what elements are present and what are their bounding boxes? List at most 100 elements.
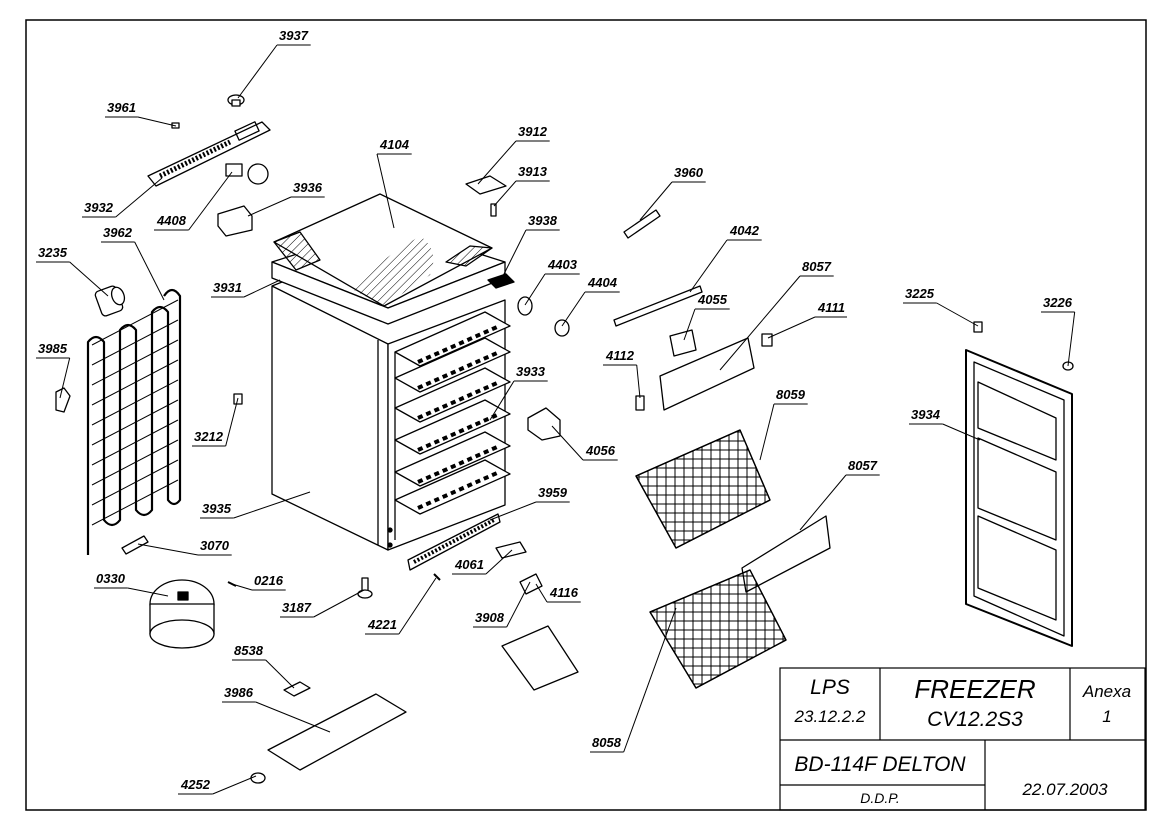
label-3913: 3913 bbox=[518, 164, 548, 179]
title-block: LPS 23.12.2.2 FREEZER CV12.2S3 Anexa 1 B… bbox=[779, 667, 1146, 811]
label-3959-leader bbox=[489, 501, 537, 521]
label-8057-bottom: 8057 bbox=[848, 458, 878, 473]
label-3938: 3938 bbox=[528, 213, 558, 228]
label-4404-leader bbox=[561, 291, 586, 327]
label-4252: 4252 bbox=[180, 777, 211, 792]
base-plate-drawing bbox=[267, 693, 407, 771]
label-3960-leader bbox=[639, 181, 673, 221]
knob-drawing bbox=[227, 94, 245, 107]
label-4112: 4112 bbox=[605, 348, 635, 363]
label-3912-leader bbox=[477, 140, 517, 185]
hinge-bracket-drawing bbox=[519, 573, 543, 595]
label-3225: 3225 bbox=[905, 286, 935, 301]
label-3933-leader bbox=[489, 380, 515, 421]
holder-drawing bbox=[527, 407, 561, 441]
label-8058-leader bbox=[623, 607, 677, 753]
label-4116-leader bbox=[535, 583, 548, 603]
bracket-box-drawing bbox=[217, 205, 253, 237]
thermostat-drawing bbox=[225, 163, 269, 185]
label-0330: 0330 bbox=[96, 571, 126, 586]
hinge-pin-drawing bbox=[490, 203, 497, 217]
label-4111: 4111 bbox=[817, 300, 845, 315]
title-product: BD-114F DELTON bbox=[794, 753, 966, 776]
label-3235: 3235 bbox=[38, 245, 68, 260]
catch-drawing bbox=[761, 333, 773, 347]
lower-basket-drawing bbox=[649, 569, 787, 689]
compressor-drawing bbox=[149, 579, 215, 649]
label-3908: 3908 bbox=[475, 610, 505, 625]
label-8538-leader bbox=[265, 659, 295, 689]
bushing-drawing bbox=[517, 296, 533, 316]
label-4055-leader bbox=[683, 308, 696, 341]
sheet-border bbox=[25, 19, 1147, 811]
title-product-type: FREEZER bbox=[914, 674, 1035, 704]
label-3937-leader bbox=[237, 44, 278, 99]
label-4404: 4404 bbox=[587, 275, 618, 290]
label-8538: 8538 bbox=[234, 643, 264, 658]
nut-drawing bbox=[250, 772, 266, 784]
label-3985-leader bbox=[59, 357, 71, 399]
strap-drawing bbox=[283, 681, 311, 697]
label-3226-leader bbox=[1067, 311, 1076, 367]
label-3937: 3937 bbox=[279, 28, 309, 43]
foot-drawing bbox=[357, 577, 373, 599]
label-8057-top: 8057 bbox=[802, 259, 832, 274]
label-4056-leader bbox=[551, 425, 584, 461]
tray-clip-drawing bbox=[495, 541, 527, 559]
title-code-sub: 23.12.2.2 bbox=[794, 707, 866, 726]
rail-drawing bbox=[613, 285, 703, 327]
label-4403: 4403 bbox=[547, 257, 578, 272]
worktop-drawing bbox=[273, 193, 493, 307]
label-3931-leader bbox=[243, 279, 281, 298]
label-4221-leader bbox=[398, 577, 437, 635]
label-4042: 4042 bbox=[729, 223, 760, 238]
label-0216: 0216 bbox=[254, 573, 284, 588]
upper-basket-drawing bbox=[635, 429, 771, 549]
label-3933: 3933 bbox=[516, 364, 546, 379]
callout-labels: 3937 3961 3932 4408 3936 4104 3912 3913 … bbox=[38, 28, 1073, 792]
title-annex: Anexa bbox=[1082, 682, 1131, 701]
evaporator-shelves-drawing bbox=[394, 311, 511, 515]
label-8058: 8058 bbox=[592, 735, 622, 750]
label-3962: 3962 bbox=[103, 225, 133, 240]
label-4104: 4104 bbox=[379, 137, 410, 152]
mount-bracket-drawing bbox=[55, 387, 71, 413]
label-3962-leader bbox=[134, 241, 165, 301]
label-3187-leader bbox=[313, 589, 365, 618]
block-drawing bbox=[487, 273, 515, 289]
title-date: 22.07.2003 bbox=[1021, 780, 1108, 799]
callout-leaders bbox=[36, 44, 1076, 795]
hinge-plate-drawing bbox=[465, 175, 507, 195]
label-4403-leader bbox=[524, 273, 546, 306]
label-3985: 3985 bbox=[38, 341, 68, 356]
screw-drawing bbox=[973, 321, 983, 333]
title-model: CV12.2S3 bbox=[927, 708, 1023, 731]
label-3931: 3931 bbox=[213, 280, 242, 295]
label-4055: 4055 bbox=[697, 292, 728, 307]
label-3935: 3935 bbox=[202, 501, 232, 516]
filter-drier-drawing bbox=[121, 535, 149, 555]
label-3960: 3960 bbox=[674, 165, 704, 180]
label-4042-leader bbox=[689, 239, 728, 293]
label-3187: 3187 bbox=[282, 600, 312, 615]
label-4408: 4408 bbox=[156, 213, 187, 228]
label-3986-leader bbox=[255, 701, 331, 733]
label-8059: 8059 bbox=[776, 387, 806, 402]
title-author: D.D.P. bbox=[860, 790, 899, 806]
label-3235-leader bbox=[69, 261, 109, 297]
label-3070-leader bbox=[137, 543, 199, 556]
label-3932-leader bbox=[115, 177, 163, 218]
label-0216-leader bbox=[231, 583, 253, 591]
label-3938-leader bbox=[501, 229, 527, 279]
label-4056: 4056 bbox=[585, 443, 616, 458]
label-8057-bottom-leader bbox=[799, 474, 847, 531]
label-3070: 3070 bbox=[200, 538, 230, 553]
label-4116: 4116 bbox=[549, 585, 579, 600]
control-panel-drawing bbox=[147, 121, 271, 187]
label-4221: 4221 bbox=[367, 617, 397, 632]
handle-rod-drawing bbox=[623, 209, 661, 239]
door-drawing bbox=[965, 349, 1073, 647]
label-8057-top-leader bbox=[719, 275, 801, 371]
label-4061-leader bbox=[485, 549, 513, 575]
label-3934: 3934 bbox=[911, 407, 941, 422]
